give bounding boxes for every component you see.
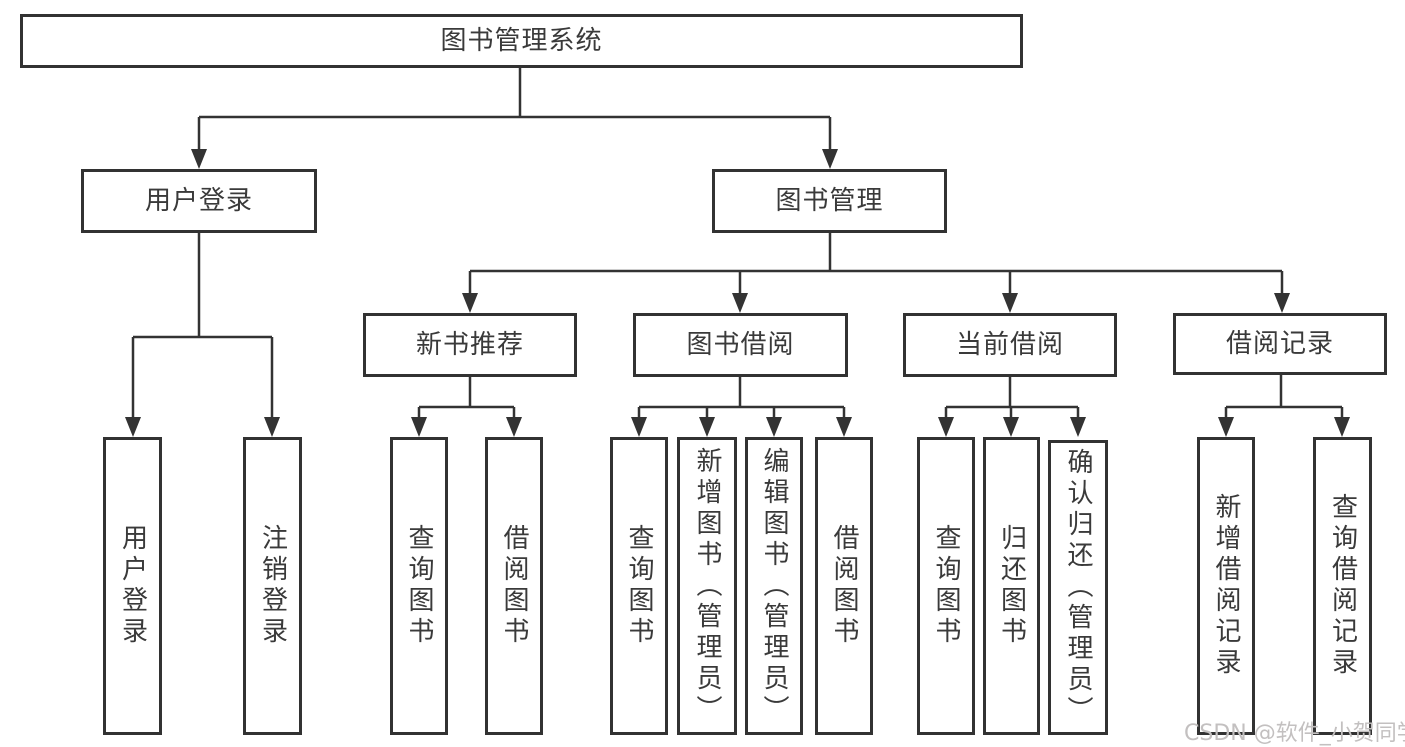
node-br-query-record: 查询借阅记录	[1313, 437, 1372, 735]
node-nb-query-books: 查询图书	[390, 437, 448, 735]
node-nb-borrow-books: 借阅图书	[485, 437, 543, 735]
node-book-borrow: 图书借阅	[633, 313, 848, 377]
node-user-login: 用户登录	[81, 169, 317, 233]
node-bb-borrow-books: 借阅图书	[815, 437, 873, 735]
node-cb-confirm-return-admin: 确认归还（管理员）	[1048, 440, 1108, 735]
arrowheads	[125, 149, 1350, 437]
node-br-add-record: 新增借阅记录	[1197, 437, 1255, 735]
node-current-borrow: 当前借阅	[903, 313, 1117, 377]
node-book-management: 图书管理	[712, 169, 947, 233]
node-cb-query-books: 查询图书	[917, 437, 975, 735]
node-cb-return-books: 归还图书	[983, 437, 1040, 735]
node-bb-query-books: 查询图书	[610, 437, 668, 735]
node-logout-login: 注销登录	[243, 437, 302, 735]
node-user-login-leaf: 用户登录	[103, 437, 162, 735]
node-book-management-system: 图书管理系统	[20, 14, 1023, 68]
watermark-text: CSDN @软件_小贺同学	[1184, 721, 1405, 746]
node-borrow-records: 借阅记录	[1173, 313, 1387, 375]
node-bb-edit-books-admin: 编辑图书（管理员）	[745, 437, 803, 735]
node-bb-add-books-admin: 新增图书（管理员）	[677, 437, 737, 735]
node-new-book-recommend: 新书推荐	[363, 313, 577, 377]
